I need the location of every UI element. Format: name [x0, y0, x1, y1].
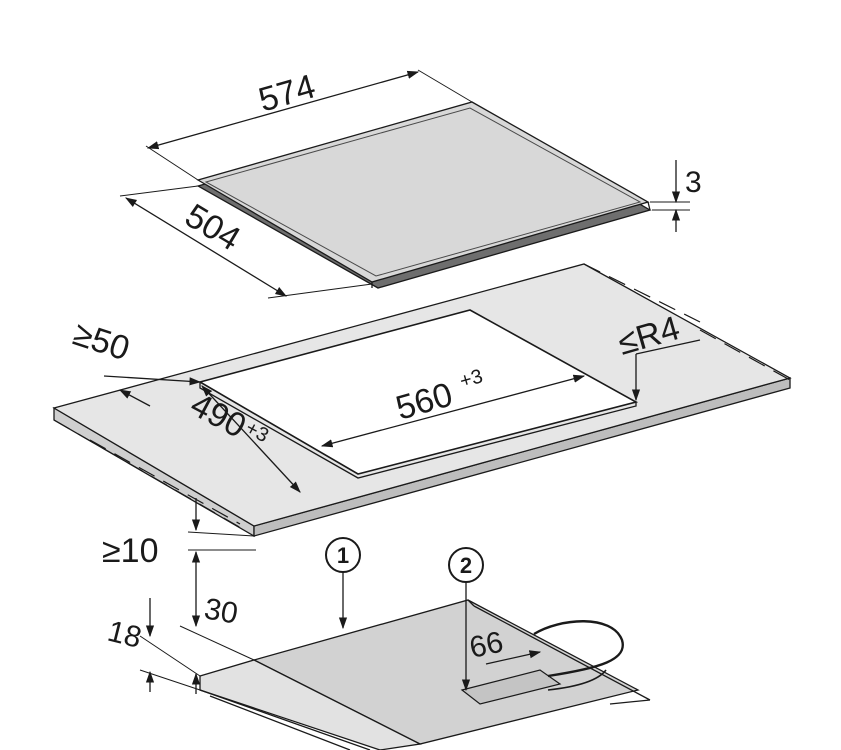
dimension-casing-height: 18 — [104, 598, 201, 692]
dimension-hob-thickness: 3 — [650, 160, 702, 232]
connection-box — [460, 669, 562, 705]
power-cable — [533, 620, 624, 678]
hob-casing — [199, 599, 651, 750]
hob-glass-surface — [196, 101, 650, 283]
worktop-thickness-label: 30 — [202, 592, 241, 630]
callout-2-label: 2 — [460, 553, 472, 578]
hob-panel — [196, 101, 652, 289]
connection-offset-label: 66 — [467, 626, 507, 665]
worktop-extension-dashes — [53, 263, 791, 533]
dimension-worktop-thickness: 30 — [179, 580, 255, 694]
clearance-label: ≥10 — [102, 532, 158, 570]
casing-flange — [199, 659, 423, 750]
callout-1: 1 — [325, 537, 361, 630]
callout-2: 2 — [448, 547, 484, 692]
hob-width-label: 574 — [254, 67, 319, 119]
callout-1-label: 1 — [337, 543, 349, 568]
dimension-clearance: ≥10 — [102, 498, 256, 580]
casing-height-label: 18 — [104, 615, 144, 655]
hob-thickness-label: 3 — [685, 166, 702, 199]
dimension-connection-offset: 66 — [467, 626, 542, 665]
edge-distance-label: ≥50 — [69, 315, 134, 369]
